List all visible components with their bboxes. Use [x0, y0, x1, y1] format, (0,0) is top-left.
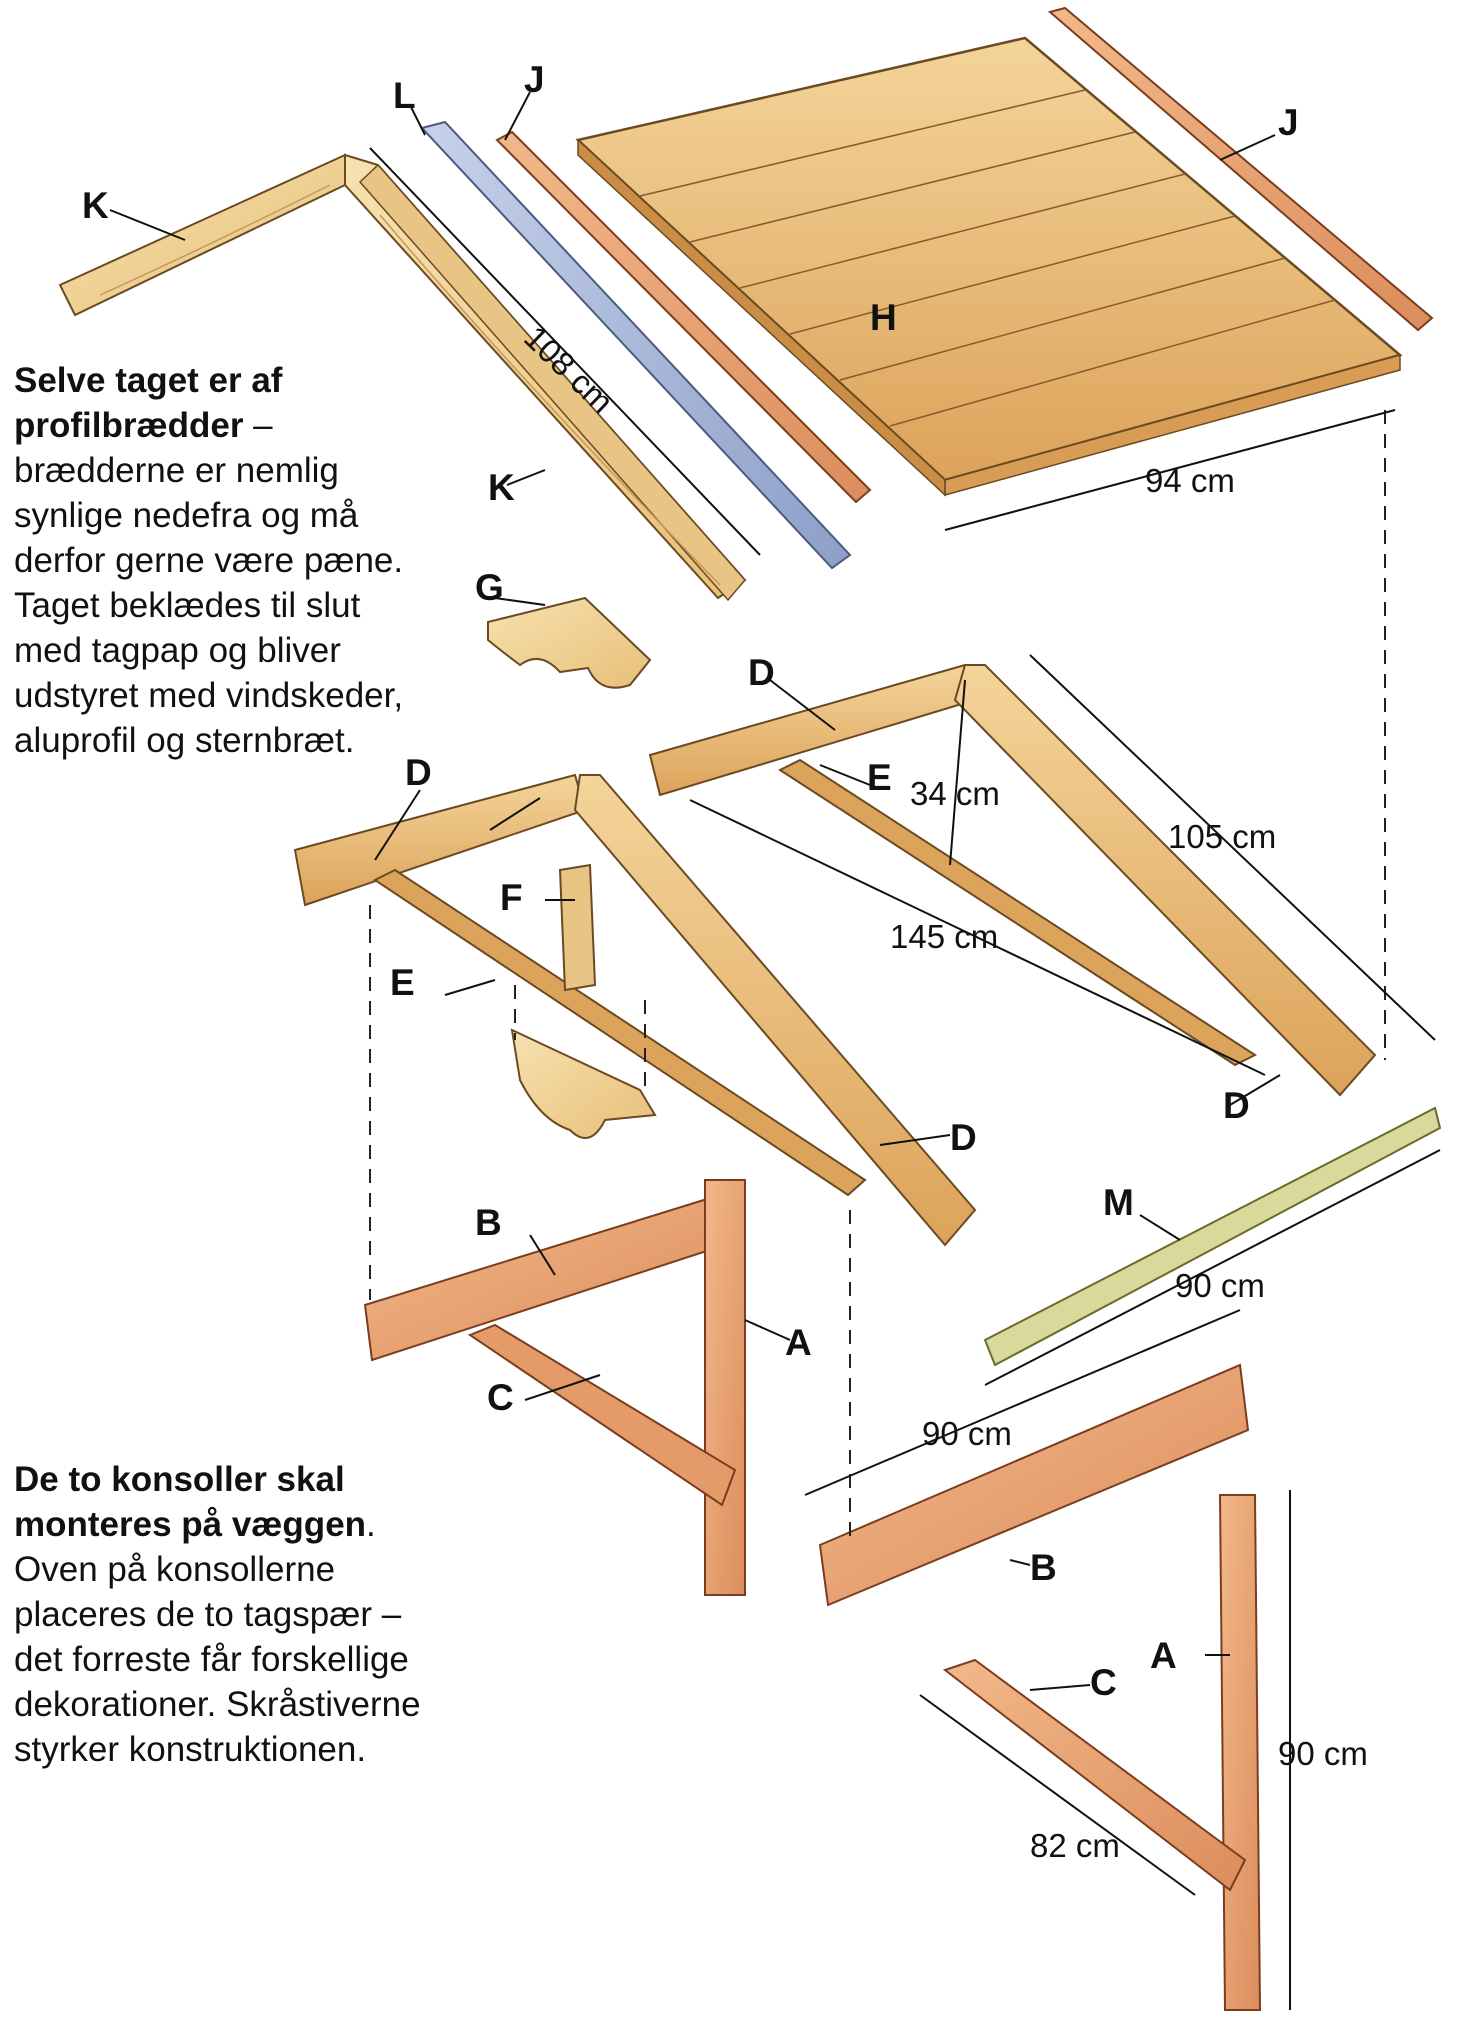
label-c-left: C	[487, 1377, 514, 1418]
dim-m-length: 90 cm	[1175, 1267, 1265, 1304]
dim-b-length: 90 cm	[922, 1415, 1012, 1452]
part-a-c-right	[942, 1494, 1262, 2011]
part-g-decoration	[487, 596, 652, 689]
guide-lines	[369, 410, 1386, 1545]
label-d-back-top: D	[748, 652, 775, 693]
leader-lines	[109, 91, 1281, 1691]
label-b-left: B	[475, 1202, 502, 1243]
label-e-back: E	[867, 757, 892, 798]
part-j-right	[1047, 6, 1434, 332]
rafter-front	[293, 773, 977, 1247]
label-g: G	[475, 567, 504, 608]
dim-rafter-diag: 105 cm	[1168, 818, 1276, 855]
label-c-right: C	[1090, 1662, 1117, 1703]
label-f: F	[500, 877, 523, 918]
label-d-front-side: D	[950, 1117, 977, 1158]
label-h: H	[870, 297, 897, 338]
label-a-left: A	[785, 1322, 812, 1363]
part-b-right	[818, 1363, 1250, 1607]
dim-rafter-height: 34 cm	[910, 775, 1000, 812]
dim-rafter-span: 145 cm	[890, 918, 998, 955]
part-h-roof-panel	[575, 36, 1403, 497]
bracket-left	[363, 1179, 746, 1596]
rafter-back	[648, 663, 1377, 1097]
label-k-bottom: K	[488, 467, 515, 508]
label-d-front-top: D	[405, 752, 432, 793]
label-b-right: B	[1030, 1547, 1057, 1588]
label-d-back-bottom: D	[1223, 1085, 1250, 1126]
dimension-lines	[369, 147, 1441, 2010]
roof-description-bold: Selve taget er af profilbrædder	[14, 361, 283, 445]
dim-c-length: 82 cm	[1030, 1827, 1120, 1864]
bracket-description-bold: De to konsoller skal monteres på væggen	[14, 1460, 367, 1544]
label-k-top: K	[82, 185, 109, 226]
label-e-front: E	[390, 962, 415, 1003]
part-k-boards	[58, 153, 747, 602]
roof-description: Selve taget er af profilbrædder – brædde…	[14, 358, 434, 763]
part-m-board	[983, 1106, 1442, 1367]
label-j-small: J	[524, 59, 545, 100]
label-l: L	[393, 75, 416, 116]
part-l-aluminium	[420, 120, 852, 570]
dim-roof-width: 94 cm	[1145, 462, 1235, 499]
label-j-right: J	[1278, 102, 1299, 143]
rafter-decoration	[510, 1028, 657, 1139]
bracket-description-body: . Oven på konsollerne placeres de to tag…	[14, 1505, 421, 1769]
bracket-description: De to konsoller skal monteres på væggen.…	[14, 1457, 434, 1772]
roof-description-body: – brædderne er nemlig synlige nedefra og…	[14, 406, 404, 760]
label-m: M	[1103, 1182, 1134, 1223]
dim-a-length: 90 cm	[1278, 1735, 1368, 1772]
label-a-right: A	[1150, 1635, 1177, 1676]
